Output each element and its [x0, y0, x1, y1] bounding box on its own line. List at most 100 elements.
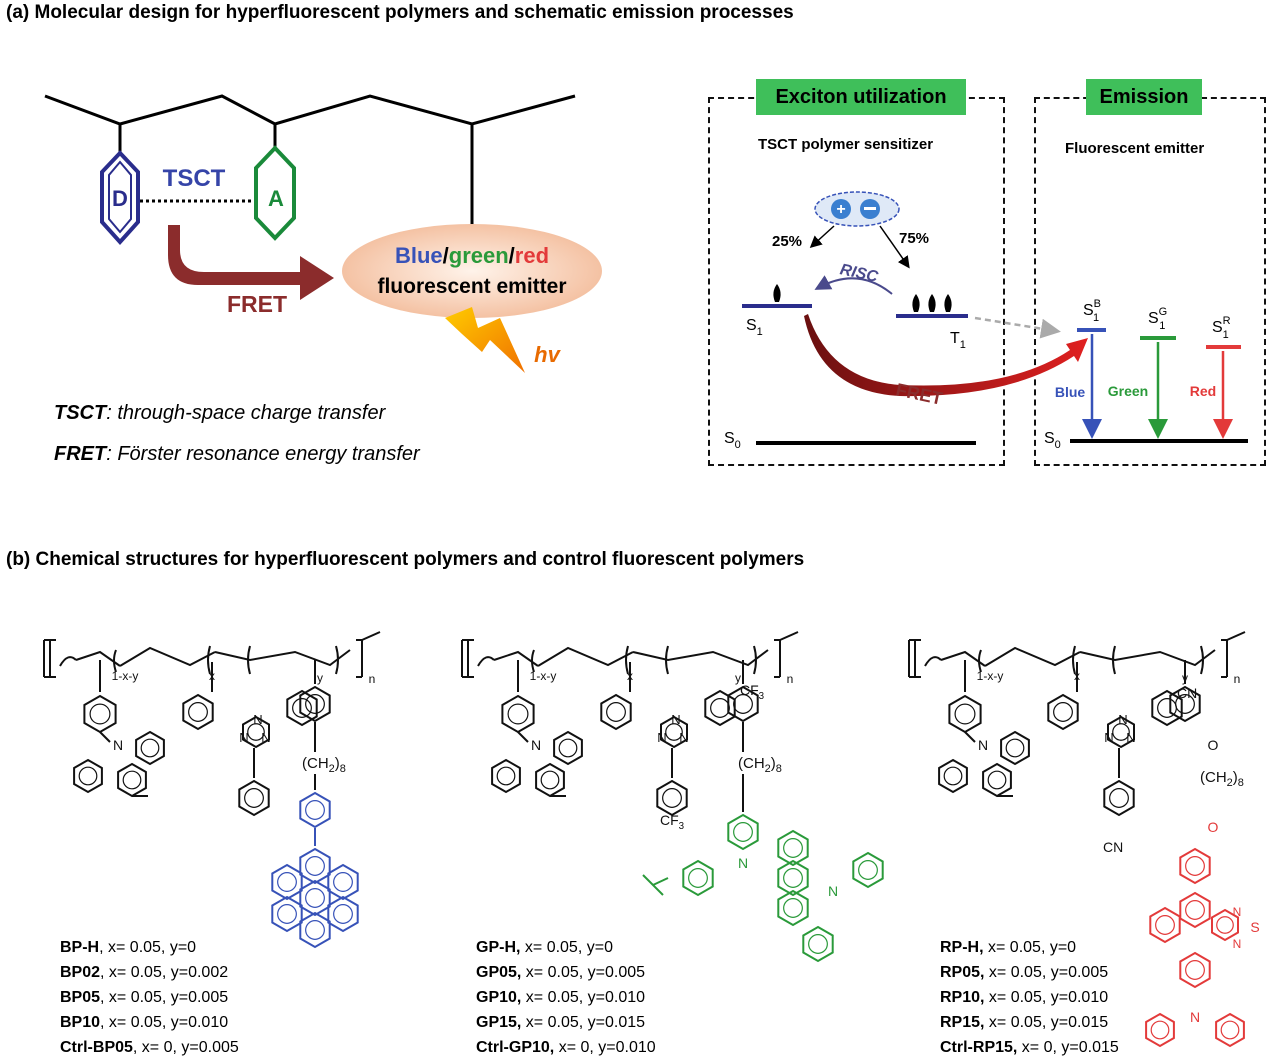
benzene-ring — [271, 863, 303, 901]
bond — [753, 645, 757, 675]
benzene-ring — [727, 685, 759, 723]
chem-label: n — [1234, 672, 1241, 686]
chem-label: N — [261, 730, 270, 745]
risc-arrow — [814, 275, 893, 295]
benzene-ring — [938, 758, 968, 794]
variant-row: BP02, x= 0.05, y=0.002 — [60, 964, 229, 981]
benzene-ring — [299, 791, 331, 829]
aromatic-circle — [305, 888, 325, 908]
aromatic-circle — [1185, 856, 1205, 876]
benzene-ring — [1145, 1012, 1175, 1048]
legend-tsct: TSCT: through-space charge transfer — [54, 402, 386, 424]
aromatic-circle — [333, 872, 353, 892]
chem-label: N — [253, 712, 262, 727]
fret-arrow — [168, 225, 334, 300]
benzene-ring — [491, 758, 521, 794]
aromatic-circle — [305, 856, 325, 876]
chem-label: N — [738, 855, 748, 871]
aromatic-circle — [688, 868, 708, 888]
thiadiazole-ring — [1211, 908, 1239, 942]
variant-row: BP-H, x= 0.05, y=0 — [60, 939, 197, 956]
benzene-ring — [1149, 906, 1181, 944]
variant-row: BP05, x= 0.05, y=0.005 — [60, 989, 229, 1006]
pct-singlet: 25% — [772, 233, 802, 250]
aromatic-circle — [540, 770, 560, 790]
bond — [1072, 645, 1076, 675]
aromatic-circle — [333, 904, 353, 924]
bond — [924, 656, 942, 667]
variant-row: RP15, x= 0.05, y=0.015 — [940, 1014, 1109, 1031]
aromatic-circle — [710, 698, 730, 718]
benzene-ring — [656, 779, 688, 817]
bond — [1079, 649, 1216, 667]
aromatic-circle — [1109, 788, 1129, 808]
benzene-ring — [553, 730, 583, 766]
chem-label: N — [1118, 712, 1127, 727]
aromatic-circle — [277, 904, 297, 924]
green-emission-label: Green — [1108, 383, 1148, 399]
chem-label: (CH2)8 — [738, 755, 782, 775]
aromatic-circle — [1150, 1020, 1170, 1040]
aromatic-circle — [305, 920, 325, 940]
blue-emission-label: Blue — [1055, 384, 1086, 400]
chem-label: y — [317, 671, 323, 685]
bond — [1226, 631, 1246, 641]
chem-label: N — [679, 730, 688, 745]
variant-row: GP-H, x= 0.05, y=0 — [476, 939, 613, 956]
triazine-ring — [242, 715, 270, 749]
aromatic-circle — [122, 770, 142, 790]
chem-label: N — [1104, 730, 1113, 745]
bond — [214, 649, 351, 667]
benzene-ring — [286, 689, 318, 727]
chem-label: n — [369, 672, 376, 686]
benzene-ring — [1151, 689, 1183, 727]
polymer-backbone — [44, 94, 576, 126]
aromatic-circle — [1053, 702, 1073, 722]
emitter-line2: fluorescent emitter — [377, 275, 566, 298]
aromatic-circle — [1155, 915, 1175, 935]
aromatic-circle — [277, 872, 297, 892]
benzene-ring — [1215, 1012, 1245, 1048]
emitter-green-word: green — [449, 243, 509, 268]
benzene-ring — [1179, 891, 1211, 929]
fret-label: FRET — [227, 291, 287, 317]
bond — [517, 731, 529, 743]
aromatic-circle — [783, 898, 803, 918]
bond — [632, 649, 769, 667]
chem-label: x — [627, 669, 633, 683]
benzene-ring — [271, 895, 303, 933]
aromatic-circle — [244, 788, 264, 808]
bond — [99, 731, 111, 743]
bond — [531, 649, 535, 673]
benzene-ring — [238, 779, 270, 817]
aromatic-circle — [247, 723, 265, 741]
hv-label: hv — [534, 342, 561, 367]
benzene-ring — [727, 813, 759, 851]
bond — [625, 645, 629, 675]
fret-energy-label: FRET — [894, 379, 944, 408]
chem-label: y — [735, 671, 741, 685]
chem-label: x — [209, 669, 215, 683]
risc-label: RISC — [838, 261, 879, 286]
svg-text:SG1: SG1 — [1148, 306, 1167, 332]
aromatic-circle — [1185, 960, 1205, 980]
benzene-ring — [682, 859, 714, 897]
variant-row: BP10, x= 0.05, y=0.010 — [60, 1014, 229, 1031]
polymer-design-diagram: D A TSCT FRET Blue/green/red fluorescent… — [44, 94, 602, 373]
aromatic-circle — [1112, 723, 1130, 741]
chem-label: y — [1182, 671, 1188, 685]
aromatic-circle — [558, 738, 578, 758]
benzene-ring — [299, 911, 331, 949]
chem-label: 1-x-y — [112, 669, 139, 683]
benzene-ring — [982, 762, 1012, 798]
emission-tag: Emission — [1086, 79, 1202, 115]
svg-text:S0: S0 — [724, 430, 741, 451]
aromatic-circle — [89, 703, 111, 725]
donor-hexagon: D — [100, 150, 140, 245]
aromatic-circle — [606, 702, 626, 722]
aromatic-circle — [943, 766, 963, 786]
chem-label: N — [531, 737, 541, 753]
exciton-utilization-tag: Exciton utilization — [756, 79, 966, 115]
